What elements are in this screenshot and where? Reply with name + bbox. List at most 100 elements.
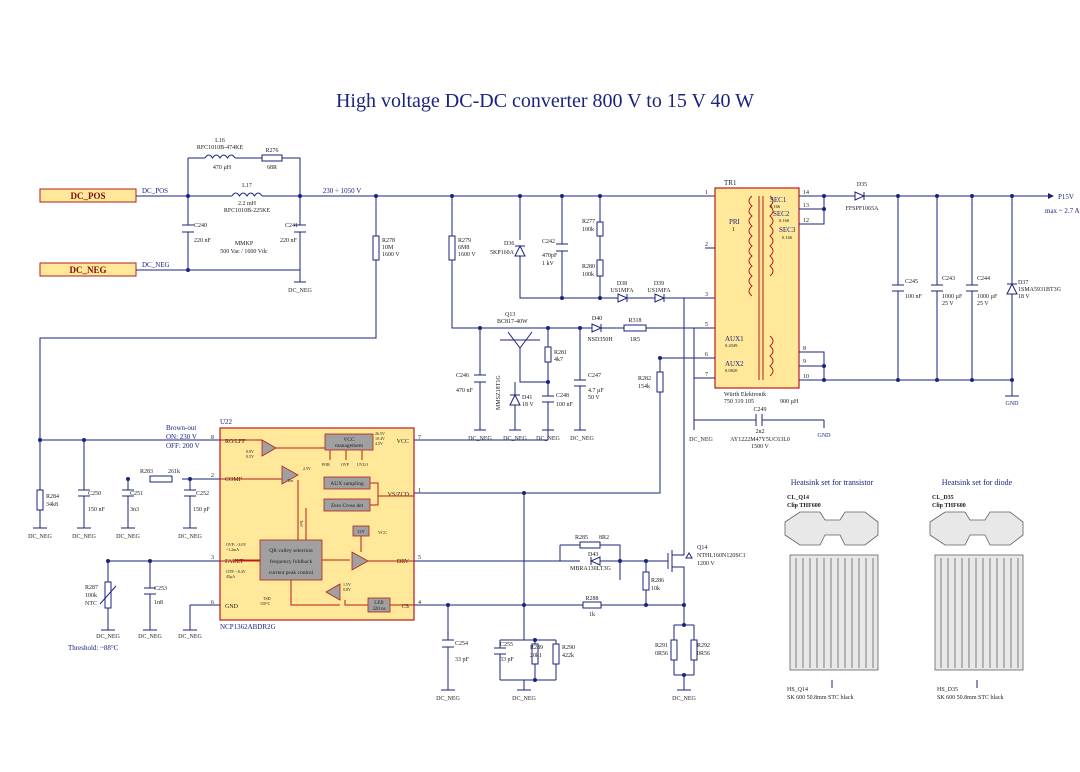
svg-text:5KP160A: 5KP160A [490,250,515,256]
svg-text:1000 µF: 1000 µF [977,294,998,300]
svg-text:1SMA5931BT3G: 1SMA5931BT3G [1018,287,1062,293]
svg-text:POR: POR [322,462,330,467]
dc-neg-port: DC_NEG [39,262,137,277]
svg-text:C249: C249 [753,407,766,413]
svg-text:0.166: 0.166 [779,218,790,223]
svg-text:R285: R285 [575,535,588,541]
resistor-r290: R290 422k [552,643,575,665]
svg-text:management: management [335,443,364,449]
resistor-r276: R276 68R [261,148,283,171]
transformer-pins: 1 2 3 5 6 7 8 9 10 12 13 14 [705,190,809,380]
svg-text:R280: R280 [582,264,595,270]
svg-text:10.4V: 10.4V [375,436,385,441]
svg-text:R288: R288 [585,596,598,602]
svg-text:current peak control: current peak control [269,570,314,576]
svg-text:DC_NEG: DC_NEG [178,534,202,540]
svg-text:DC_NEG: DC_NEG [468,436,492,442]
svg-text:18 V: 18 V [1018,294,1030,300]
svg-text:DC_NEG: DC_NEG [436,696,460,702]
svg-text:12V: 12V [357,529,366,534]
svg-text:R278: R278 [382,238,395,244]
svg-text:NSD350H: NSD350H [587,337,613,343]
svg-text:26.5V: 26.5V [375,431,385,436]
diode-d35: D35 FFSPF1065A [845,182,879,212]
capacitor-c250: C250 150 nF [78,489,106,513]
mmkp-rating: 500 Vac / 1600 Vdc [220,249,268,255]
diode-d39: D39 US1MFA [647,281,671,303]
svg-text:Q13: Q13 [505,312,515,318]
svg-text:VS/ZCD: VS/ZCD [388,492,410,498]
capacitor-c247: C247 4.7 µF 50 V [574,373,604,401]
svg-text:220 nF: 220 nF [194,238,212,244]
capacitor-c252: C252 150 pF [184,489,211,513]
dc-pos-port: DC_POS [39,188,137,203]
svg-text:Toff: Toff [299,520,304,527]
mmkp-label: MMKP [235,241,254,247]
ic-u22: U22 NCP1362ABDR2G RO/LFF COMP FAULT GND … [211,418,421,631]
svg-text:PRI: PRI [729,218,741,226]
output-gnd: GND [1005,395,1019,407]
svg-text:C252: C252 [196,491,209,497]
svg-text:150 pF: 150 pF [193,507,211,513]
svg-text:6: 6 [705,352,708,358]
svg-text:DC_NEG: DC_NEG [512,696,536,702]
svg-text:R291: R291 [655,643,668,649]
svg-text:50 V: 50 V [588,395,600,401]
zener-d37: D37 1SMA5931BT3G 18 V [1006,280,1062,300]
svg-text:C245: C245 [905,279,918,285]
svg-text:COMP: COMP [225,477,243,483]
svg-text:R287: R287 [85,585,98,591]
brownout-title: Brown-out [166,424,196,432]
svg-text:1n8: 1n8 [154,600,163,606]
svg-text:3n3: 3n3 [130,507,139,513]
gnd-symbol: DC_NEG [288,281,312,294]
resistor-r291: R291 0R56 [655,639,678,661]
svg-text:100k: 100k [85,593,97,599]
svg-text:750 319 105: 750 319 105 [724,399,754,405]
svg-text:3: 3 [705,292,708,298]
svg-text:NCP1362ABDR2G: NCP1362ABDR2G [220,623,276,631]
svg-text:U22: U22 [220,418,233,426]
svg-text:470 µH: 470 µH [213,165,232,171]
svg-text:0.0820: 0.0820 [725,368,738,373]
svg-text:100 nF: 100 nF [905,294,923,300]
svg-text:25 V: 25 V [942,301,954,307]
svg-text:4k7: 4k7 [554,357,563,363]
svg-text:18 V: 18 V [522,402,534,408]
svg-text:C247: C247 [588,373,601,379]
svg-text:D36: D36 [504,241,514,247]
hs-q14-desc: SK 600 50.8mm STC black [787,695,854,701]
svg-text:D37: D37 [1018,280,1028,286]
mosfet-q14: Q14 NTHL160N120SC1 1200 V [667,298,746,605]
resistor-r285: R285 8R2 [575,535,609,549]
svg-text:2: 2 [705,242,708,248]
svg-text:Zero Cross det: Zero Cross det [331,503,364,509]
resistor-r278: R278 10M 1600 V [372,235,400,261]
svg-text:FFSPF1065A: FFSPF1065A [845,206,879,212]
svg-text:DC_NEG: DC_NEG [138,634,162,640]
svg-text:SEC2: SEC2 [773,210,790,218]
dc-pos-net: DC_POS [142,187,168,195]
svg-text:AY1222M47Y5UC63L0: AY1222M47Y5UC63L0 [730,437,790,443]
capacitor-c245: C245 100 nF [892,279,923,300]
resistor-r289: R289 20k1 [530,643,543,665]
resistor-r279: R279 6M8 1600 V [448,235,476,261]
svg-text:1k: 1k [589,612,595,618]
svg-text:150 nF: 150 nF [88,507,106,513]
dcneg-aux: DC_NEG [689,437,713,443]
svg-text:R279: R279 [458,238,471,244]
svg-text:45µA: 45µA [226,574,235,579]
svg-text:34k8: 34k8 [46,502,58,508]
cl-q14-clip: Clip THF600 [787,503,821,509]
svg-text:DC_NEG: DC_NEG [178,634,202,640]
resistor-r283: R283 261k [140,469,180,483]
svg-text:0.166: 0.166 [782,235,793,240]
resistor-r284: R284 34k8 [36,489,59,511]
svg-text:R318: R318 [628,318,641,324]
svg-text:13: 13 [803,203,809,209]
svg-text:RO/LFF: RO/LFF [225,439,246,445]
svg-text:VCC: VCC [378,530,387,535]
svg-text:R276: R276 [265,148,278,154]
svg-text:2.2 mH: 2.2 mH [238,201,257,207]
svg-text:TSD: TSD [263,596,271,601]
